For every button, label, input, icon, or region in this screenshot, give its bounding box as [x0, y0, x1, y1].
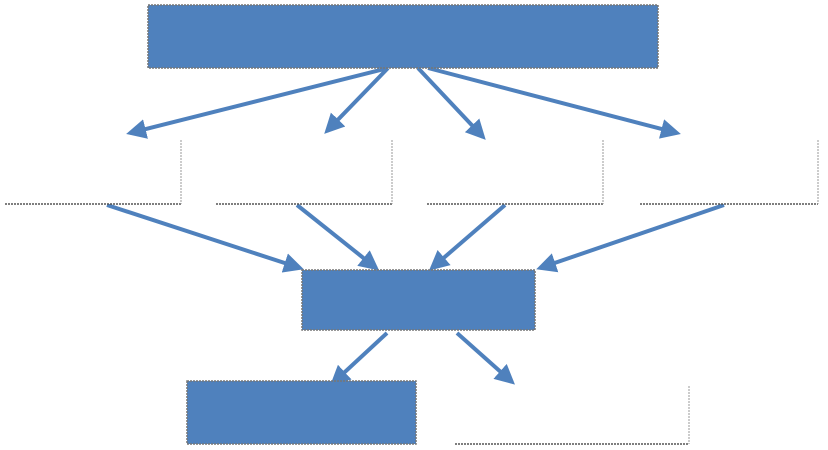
arrow-middle-2-to-center [295, 203, 380, 271]
node-bottom-right [455, 386, 690, 445]
edges [106, 66, 725, 386]
node-center [301, 269, 536, 331]
arrow-middle-4-to-center [536, 203, 725, 273]
arrow-top-to-middle-4 [427, 66, 681, 139]
node-middle-1 [5, 140, 182, 205]
node-middle-2 [216, 140, 393, 205]
arrow-top-to-middle-1 [126, 66, 389, 139]
node-middle-4 [640, 140, 819, 205]
node-middle-3 [427, 140, 604, 205]
arrow-middle-1-to-center [106, 203, 304, 273]
arrow-top-to-middle-2 [324, 66, 390, 134]
arrow-center-to-bottom-left [330, 331, 389, 386]
arrow-top-to-middle-3 [416, 66, 486, 140]
arrow-middle-3-to-center [428, 203, 507, 271]
node-bottom-left [186, 380, 417, 445]
arrow-center-to-bottom-right [455, 331, 515, 385]
node-top [147, 4, 659, 69]
